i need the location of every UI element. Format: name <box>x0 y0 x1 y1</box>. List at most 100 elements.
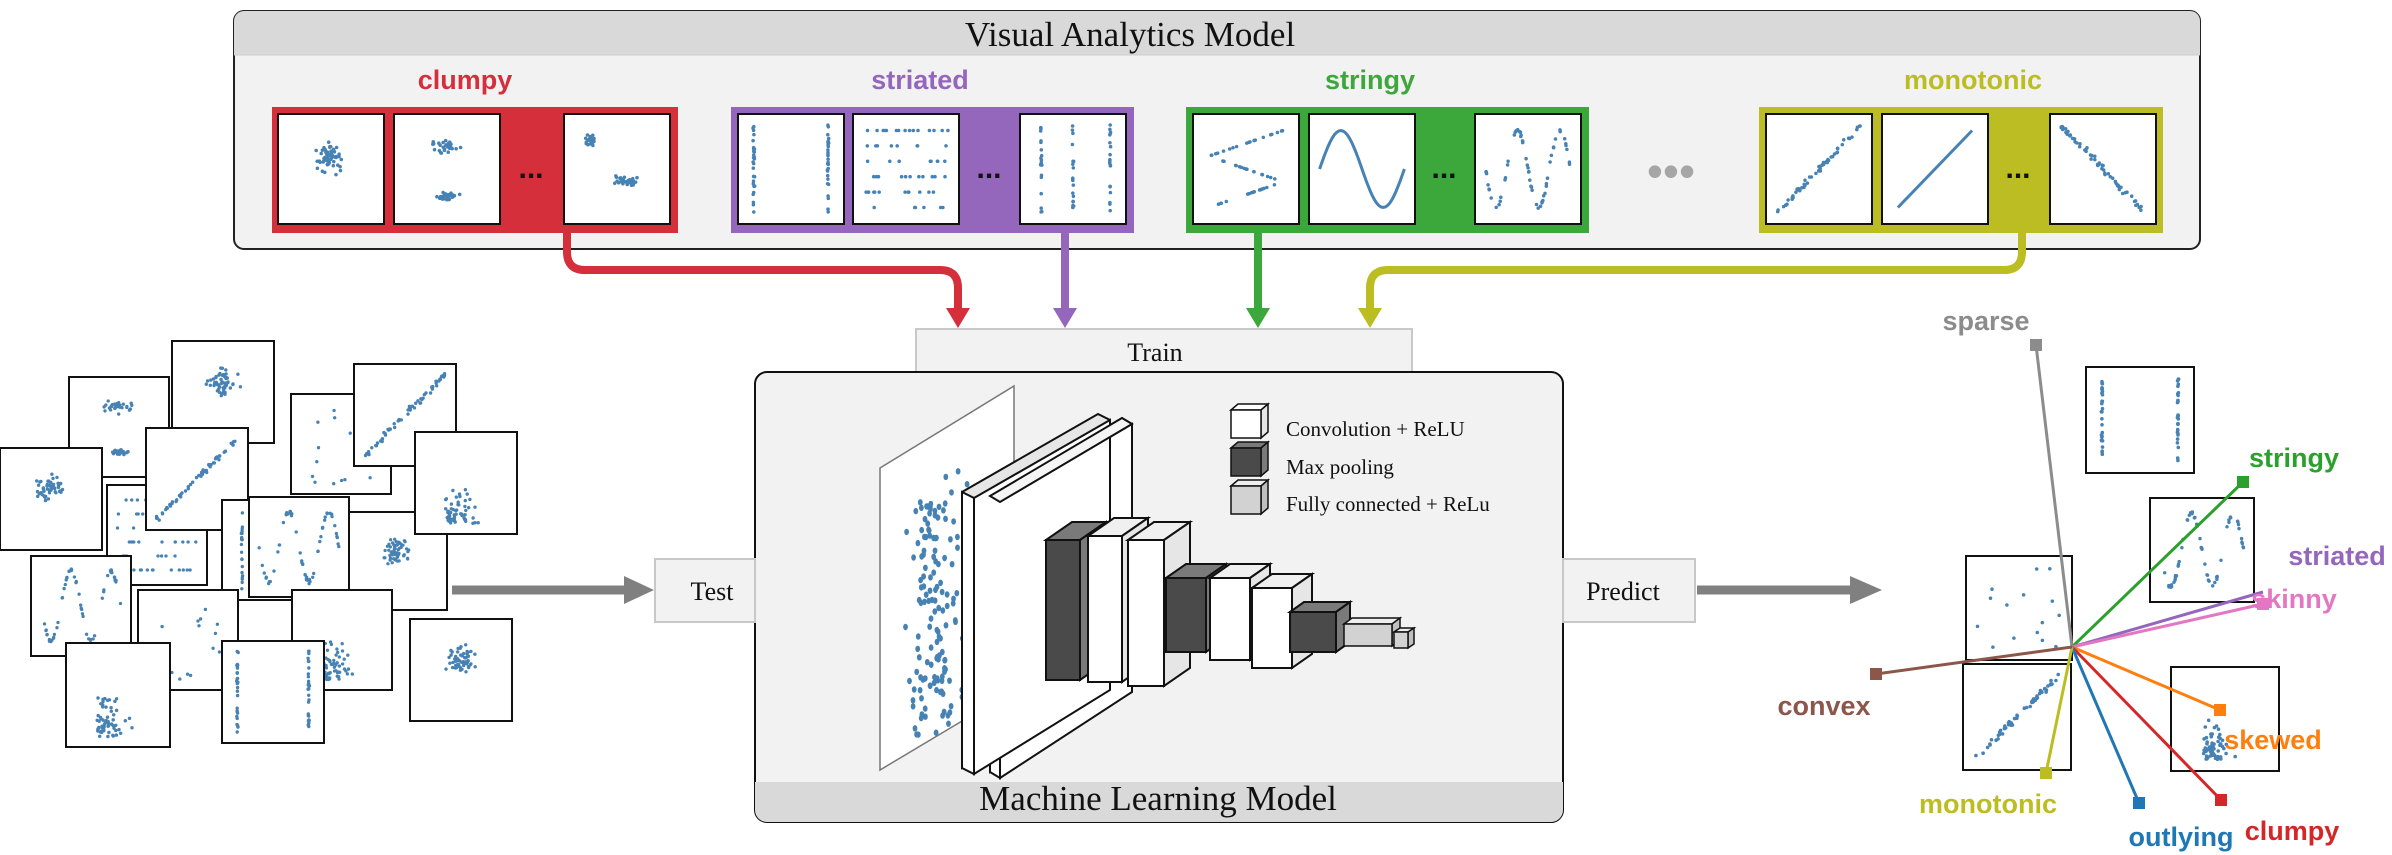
cnn-illustration <box>879 384 1417 780</box>
input-point <box>932 512 938 519</box>
predicted-scatterplot <box>1962 663 2072 771</box>
input-point <box>928 644 934 651</box>
input-point <box>934 638 940 646</box>
input-point <box>917 499 923 506</box>
input-point <box>946 720 951 727</box>
legend-fc-label: Fully connected + ReLu <box>1286 492 1490 516</box>
input-point <box>934 653 940 661</box>
pred-label-sparse: sparse <box>1942 306 2029 336</box>
input-point <box>948 703 954 710</box>
striated-to-train-arrow <box>1053 233 1077 328</box>
pred-label-monotonic: monotonic <box>1919 789 2057 819</box>
pred-label-outlying: outlying <box>2129 822 2234 852</box>
group-label-monotonic: monotonic <box>1904 65 2042 95</box>
pred-label-striated: striated <box>2288 541 2386 571</box>
input-point <box>918 599 924 607</box>
input-point <box>943 473 949 481</box>
input-point <box>942 656 948 664</box>
legend-pool-label: Max pooling <box>1286 455 1394 479</box>
input-point <box>914 668 920 676</box>
input-point <box>921 551 926 558</box>
input-point <box>928 615 934 622</box>
input-point <box>931 679 937 686</box>
train-label: Train <box>1127 338 1182 367</box>
predicted-scatterplot <box>2149 497 2255 603</box>
input-point <box>933 558 938 565</box>
pred-label-stringy: stringy <box>2249 443 2339 473</box>
input-point <box>955 533 960 541</box>
input-point <box>921 573 926 580</box>
input-point <box>924 659 930 666</box>
va-thumbnail <box>1019 113 1127 225</box>
visual-analytics-title: Visual Analytics Model <box>965 15 1296 54</box>
va-thumbnail <box>563 113 671 225</box>
pred-label-convex: convex <box>1777 691 1870 721</box>
input-point <box>949 489 954 496</box>
cnn-legend: Convolution + ReLU Max pooling Fully con… <box>1228 402 1490 516</box>
predicted-scatterplot <box>2085 366 2195 474</box>
ellipsis-striated: ... <box>976 152 1001 185</box>
input-point <box>943 515 948 522</box>
input-point <box>940 712 945 719</box>
input-point <box>933 729 939 736</box>
input-point <box>938 635 943 642</box>
ellipsis-monotonic: ... <box>2005 152 2030 185</box>
input-point <box>932 547 938 554</box>
va-thumbnail <box>1881 113 1989 225</box>
input-scatterplot <box>171 340 275 444</box>
input-point <box>907 677 912 685</box>
input-point <box>955 468 961 475</box>
input-point <box>932 673 937 681</box>
input-point <box>942 554 947 562</box>
va-thumbnail <box>1765 113 1873 225</box>
va-thumbnail <box>1192 113 1300 225</box>
input-point <box>919 526 925 534</box>
pred-label-skewed: skewed <box>2224 725 2322 755</box>
input-point <box>948 536 953 543</box>
ellipsis-clumpy: ... <box>518 152 543 185</box>
input-point <box>928 661 934 668</box>
stringy-to-train-arrow <box>1246 233 1270 328</box>
input-point <box>919 695 924 702</box>
input-point <box>936 604 942 612</box>
input-point <box>915 539 921 547</box>
predicted-scatterplot <box>1965 555 2073 661</box>
input-scatterplot <box>0 447 103 551</box>
input-point <box>940 690 946 697</box>
input-point <box>904 528 909 536</box>
input-point <box>942 668 947 675</box>
input-point <box>940 607 946 614</box>
input-point <box>942 500 948 507</box>
input-point <box>919 504 924 511</box>
input-point <box>925 520 931 527</box>
input-point <box>911 686 917 693</box>
input-point <box>951 518 956 525</box>
input-point <box>920 676 926 683</box>
va-thumbnail <box>2049 113 2157 225</box>
input-scatterplot <box>414 431 518 535</box>
monotonic-to-train-arrow <box>1366 233 2026 312</box>
input-point <box>922 533 927 541</box>
clumpy-to-train-arrow <box>563 233 962 312</box>
input-point <box>935 677 941 684</box>
input-scatterplot <box>65 642 171 748</box>
legend-conv-label: Convolution + ReLU <box>1286 417 1465 441</box>
input-point <box>954 590 960 597</box>
input-point <box>935 628 941 635</box>
input-point <box>950 600 956 607</box>
input-scatterplot <box>30 555 132 657</box>
input-point <box>913 507 919 515</box>
input-scatterplot <box>248 496 350 598</box>
input-point <box>922 515 928 523</box>
input-point <box>934 583 940 591</box>
input-point <box>917 687 923 694</box>
input-point <box>939 677 945 684</box>
input-point <box>964 481 970 488</box>
input-point <box>923 591 929 598</box>
legend-pool-swatch <box>1228 440 1271 478</box>
input-point <box>941 507 946 514</box>
input-point <box>922 705 928 712</box>
input-point <box>944 602 950 610</box>
input-point <box>903 623 908 631</box>
input-point <box>927 623 933 630</box>
